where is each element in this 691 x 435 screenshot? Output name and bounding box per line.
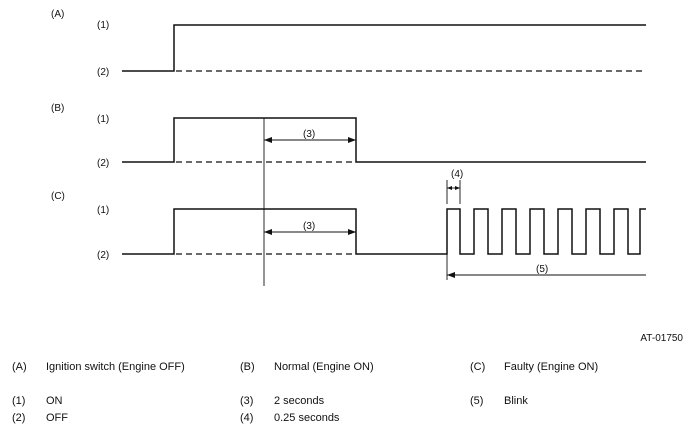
legend-c: (C) Faulty (Engine ON) <box>470 361 598 373</box>
legend-5: (5) Blink <box>470 395 528 407</box>
panel-b-label: (B) <box>51 103 64 114</box>
legend-5-key: (5) <box>470 395 484 407</box>
panel-a-label: (A) <box>51 9 64 20</box>
ignition-on-waveform <box>122 24 646 72</box>
legend-b-text: Normal (Engine ON) <box>274 361 374 373</box>
legend-1-key: (1) <box>12 395 26 407</box>
blink-period-label: (4) <box>451 169 463 180</box>
legend-5-text: Blink <box>504 395 528 407</box>
panel-b-off-label: (2) <box>97 158 109 169</box>
legend-c-text: Faulty (Engine ON) <box>504 361 599 373</box>
legend-1-text: ON <box>46 395 63 407</box>
faulty-waveform <box>122 208 646 255</box>
legend-4-key: (4) <box>240 412 254 424</box>
timing-diagram: (A) (1) (2) (B) (1) (2) (3) (C) (1) (2) … <box>51 9 646 286</box>
figure-id: AT-01750 <box>640 333 683 344</box>
panel-c-label: (C) <box>51 191 65 202</box>
panel-c-off-label: (2) <box>97 250 109 261</box>
legend-4: (4) 0.25 seconds <box>240 412 339 424</box>
normal-waveform <box>122 117 646 163</box>
legend-b-key: (B) <box>240 361 255 373</box>
legend-b: (B) Normal (Engine ON) <box>240 361 374 373</box>
legend-2: (2) OFF <box>12 412 68 424</box>
faulty-duration-label: (3) <box>303 221 315 232</box>
legend-c-key: (C) <box>470 361 486 373</box>
legend-a-key: (A) <box>12 361 27 373</box>
legend-2-key: (2) <box>12 412 26 424</box>
legend-3: (3) 2 seconds <box>240 395 324 407</box>
blink-span-label: (5) <box>536 264 548 275</box>
legend-2-text: OFF <box>46 412 68 424</box>
legend-3-key: (3) <box>240 395 254 407</box>
legend-1: (1) ON <box>12 395 63 407</box>
legend-4-text: 0.25 seconds <box>274 412 340 424</box>
normal-duration-label: (3) <box>303 129 315 140</box>
panel-a-off-label: (2) <box>97 67 109 78</box>
panel-b-on-label: (1) <box>97 114 109 125</box>
legend-a: (A) Ignition switch (Engine OFF) <box>12 361 185 373</box>
legend-3-text: 2 seconds <box>274 395 325 407</box>
panel-c-on-label: (1) <box>97 205 109 216</box>
legend-a-text: Ignition switch (Engine OFF) <box>46 361 185 373</box>
panel-a-on-label: (1) <box>97 20 109 31</box>
